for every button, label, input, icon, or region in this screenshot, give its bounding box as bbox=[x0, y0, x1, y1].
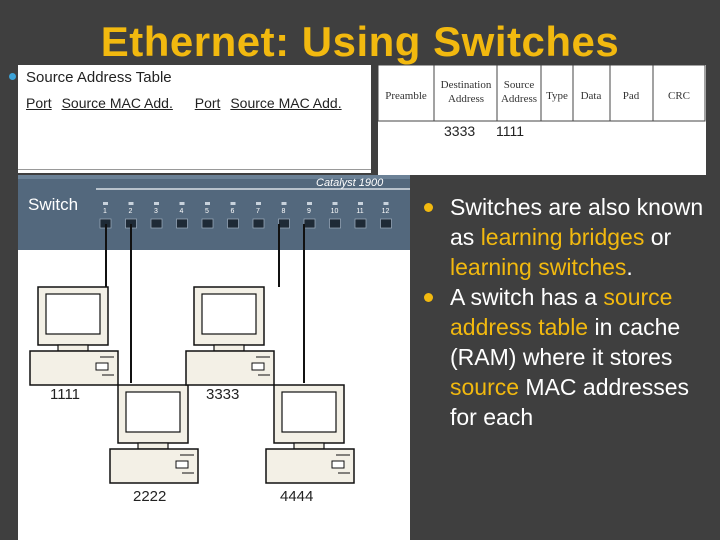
sat-col-mac-2: Source MAC Add. bbox=[230, 95, 342, 111]
hosts bbox=[29, 286, 355, 484]
switch-brand: Catalyst 1900 bbox=[316, 177, 384, 189]
frame-src-value: 1111 bbox=[496, 123, 525, 139]
switch-port-socket bbox=[329, 218, 341, 229]
bullet-text: Switches are also known as bbox=[450, 194, 704, 250]
switch-port-number: 9 bbox=[307, 208, 311, 215]
switch-port-number: 8 bbox=[282, 208, 286, 215]
switch-port-led bbox=[281, 202, 287, 205]
highlight-term: learning bridges bbox=[480, 224, 645, 250]
sat-columns: Port Source MAC Add. Port Source MAC Add… bbox=[26, 95, 348, 111]
bullet-text: or bbox=[644, 224, 672, 250]
switch-port-led bbox=[179, 202, 185, 205]
bullet-list: Switches are also known as learning brid… bbox=[420, 192, 720, 432]
switch-port-socket bbox=[201, 218, 214, 229]
switch-port: 5 bbox=[201, 202, 214, 229]
bullet-text: MAC addresses for each bbox=[450, 374, 690, 430]
host-label-3333: 3333 bbox=[206, 386, 240, 403]
computer-icon bbox=[109, 384, 199, 484]
slide-title: Ethernet: Using Switches bbox=[100, 18, 620, 65]
bullet-dot bbox=[424, 293, 433, 302]
sat-col-port-2: Port bbox=[194, 95, 221, 111]
sat-divider bbox=[18, 169, 371, 170]
frame-field-preamble: Preamble bbox=[385, 90, 427, 102]
switch-port-led bbox=[205, 202, 210, 205]
computer-icon bbox=[29, 286, 119, 386]
switch-port-socket bbox=[278, 218, 290, 229]
switch-port: 6 bbox=[227, 202, 239, 229]
switch-port: 7 bbox=[252, 202, 265, 229]
switch-body bbox=[18, 175, 410, 250]
switch-port: 4 bbox=[176, 202, 188, 229]
switch-port-led bbox=[103, 202, 108, 205]
bullet-text: in cache (RAM) where it stores bbox=[450, 314, 681, 370]
sat-header: Source Address Table bbox=[26, 69, 172, 86]
switch-port: 3 bbox=[150, 202, 163, 229]
cables bbox=[105, 224, 305, 383]
bullet-dot-decor bbox=[9, 73, 16, 80]
source-address-table: Source Address Table Port Source MAC Add… bbox=[18, 65, 371, 173]
switch-port-number: 10 bbox=[331, 208, 339, 215]
host-label-2222: 2222 bbox=[133, 488, 167, 505]
switch-port-number: 11 bbox=[356, 208, 363, 215]
frame-field-pad: Pad bbox=[623, 90, 640, 102]
switch-port-number: 12 bbox=[382, 208, 390, 215]
highlight-term: learning switches bbox=[450, 254, 627, 280]
switch-port-socket bbox=[354, 218, 367, 229]
switch-port-socket bbox=[380, 218, 392, 229]
switch-port-number: 5 bbox=[205, 208, 209, 215]
host-label-4444: 4444 bbox=[280, 488, 314, 505]
bullet-item-1: Switches are also known as learning brid… bbox=[420, 192, 720, 282]
switch-label: Switch bbox=[28, 195, 79, 214]
frame-field-data: Data bbox=[581, 90, 602, 102]
bullet-text: . bbox=[626, 254, 633, 280]
switch-port-number: 1 bbox=[103, 208, 107, 215]
frame-field-type: Type bbox=[546, 90, 568, 102]
switch-port-number: 6 bbox=[231, 208, 235, 215]
computer-icon bbox=[265, 384, 355, 484]
switch-port: 12 bbox=[380, 202, 392, 229]
computer-icon bbox=[185, 286, 275, 386]
switch-port-number: 2 bbox=[129, 208, 133, 215]
bullet-text: A switch has a bbox=[450, 284, 604, 310]
switch-port-led bbox=[256, 202, 261, 205]
switch-port-led bbox=[154, 202, 159, 205]
highlight-term: source address table bbox=[450, 284, 673, 340]
switch-port-socket bbox=[303, 218, 316, 229]
switch-port-number: 7 bbox=[256, 208, 260, 215]
bullet-dot bbox=[424, 203, 433, 212]
frame-field-crc: CRC bbox=[668, 90, 690, 102]
switch-port-led bbox=[383, 202, 389, 205]
switch-port-socket bbox=[176, 218, 188, 229]
highlight-term: source bbox=[450, 374, 520, 400]
switch-port-number: 4 bbox=[180, 208, 184, 215]
sat-col-port-1: Port bbox=[26, 95, 52, 111]
switch-port-socket bbox=[227, 218, 239, 229]
sat-col-mac-1: Source MAC Add. bbox=[61, 95, 173, 111]
switch-port-led bbox=[358, 202, 363, 205]
host-label-1111: 1111 bbox=[50, 386, 81, 403]
switch-top-edge bbox=[18, 175, 410, 179]
frame-dest-value: 3333 bbox=[444, 123, 476, 139]
bullet-item-2: A switch has a source address table in c… bbox=[420, 282, 720, 432]
switch-port-socket bbox=[252, 218, 265, 229]
switch-port-led bbox=[332, 202, 338, 205]
switch-port-led bbox=[230, 202, 236, 205]
switch-port: 9 bbox=[303, 202, 316, 229]
switch-port-led bbox=[128, 202, 134, 205]
switch-port-number: 3 bbox=[154, 208, 158, 215]
switch-port-led bbox=[307, 202, 312, 205]
switch-port: 11 bbox=[354, 202, 367, 229]
switch-port-socket bbox=[150, 218, 163, 229]
switch-port: 8 bbox=[278, 202, 290, 229]
switch-port: 10 bbox=[329, 202, 341, 229]
